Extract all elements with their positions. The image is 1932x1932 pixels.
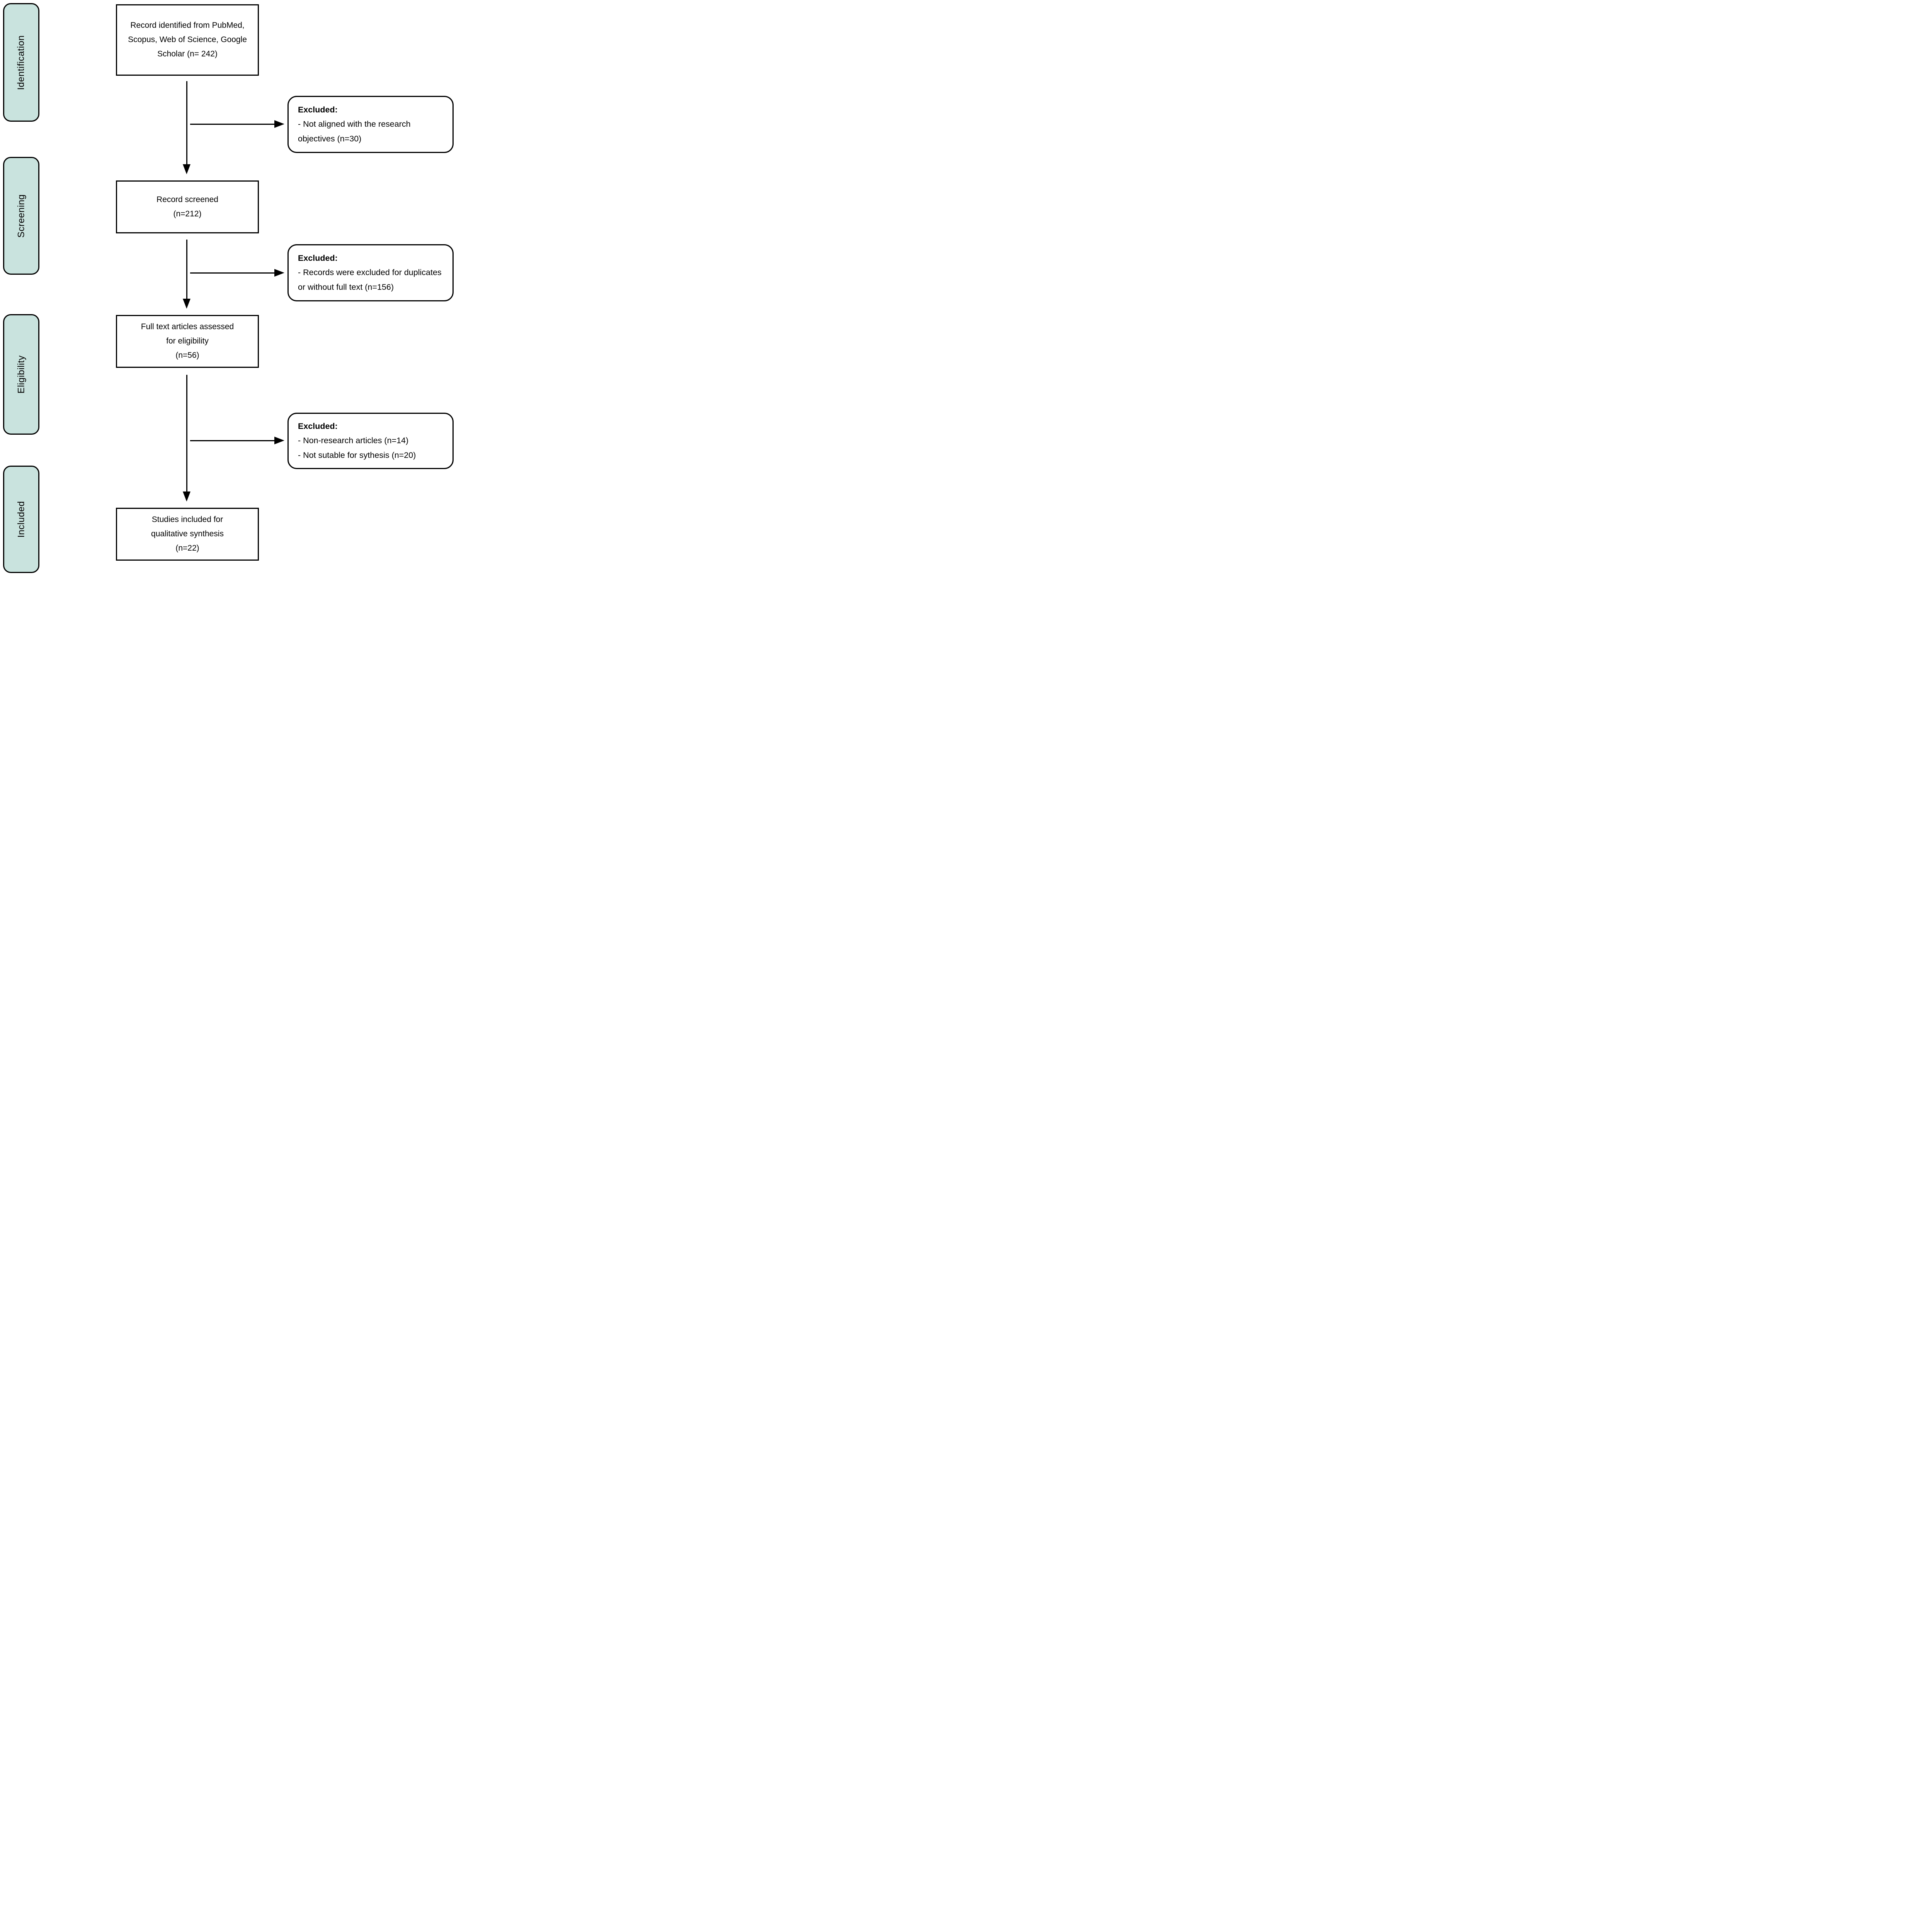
excluded-heading: Excluded: [298,421,338,431]
stage-eligibility: Eligibility [3,314,39,435]
arrow-down-1-head-icon [183,164,190,174]
branch-arrow-1-head-icon [274,120,284,128]
branch-arrow-2-line [190,272,274,274]
branch-arrow-2-head-icon [274,269,284,277]
stage-included-label: Included [16,501,26,538]
box-records-identified-text: Record identified from PubMed, Scopus, W… [128,21,247,58]
branch-arrow-3-head-icon [274,437,284,444]
stage-identification-label: Identification [16,35,27,90]
stage-included: Included [3,466,39,573]
arrow-down-2-line [186,240,187,299]
stage-screening-label: Screening [16,194,27,238]
stage-eligibility-label: Eligibility [16,355,26,394]
prisma-flow-diagram: Identification Screening Eligibility Inc… [0,0,456,578]
arrow-down-2-head-icon [183,299,190,309]
box-studies-included: Studies included for qualitative synthes… [116,508,259,561]
box-studies-included-text: Studies included for qualitative synthes… [151,515,224,553]
excluded-box-identification: Excluded: - Not aligned with the researc… [287,96,454,153]
box-records-identified: Record identified from PubMed, Scopus, W… [116,4,259,76]
stage-screening: Screening [3,157,39,275]
arrow-down-3-head-icon [183,492,190,502]
stage-identification: Identification [3,3,39,122]
excluded-heading: Excluded: [298,105,338,114]
branch-arrow-3-line [190,440,274,441]
excluded-heading: Excluded: [298,253,338,263]
arrow-down-3-line [186,375,187,492]
excluded-item: - Non-research articles (n=14) [298,436,409,446]
box-records-screened-text: Record screened (n=212) [156,195,218,218]
excluded-box-eligibility: Excluded: - Non-research articles (n=14)… [287,413,454,469]
excluded-item: - Not sutable for sythesis (n=20) [298,450,416,460]
arrow-down-1-line [186,81,187,164]
box-fulltext-assessed: Full text articles assessed for eligibil… [116,315,259,368]
branch-arrow-1-line [190,124,274,125]
excluded-box-screening: Excluded: - Records were excluded for du… [287,244,454,301]
box-records-screened: Record screened (n=212) [116,180,259,233]
box-fulltext-assessed-text: Full text articles assessed for eligibil… [141,322,234,360]
excluded-item: - Not aligned with the research objectiv… [298,119,411,143]
excluded-item: - Records were excluded for duplicates o… [298,268,442,292]
